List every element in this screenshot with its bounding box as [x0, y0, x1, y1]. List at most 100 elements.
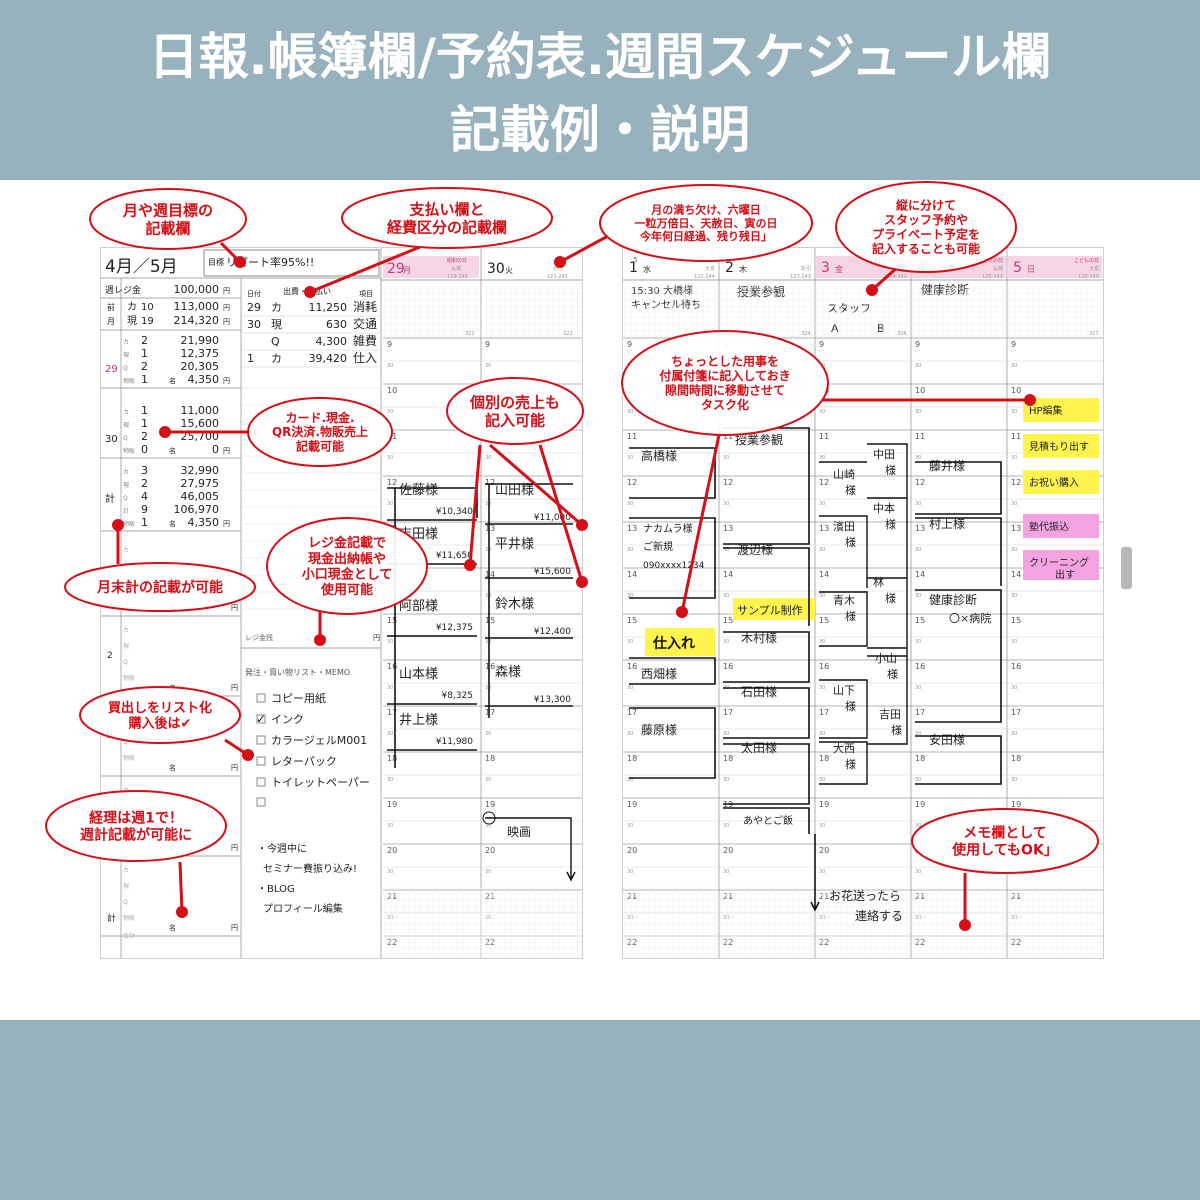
payment-category: 消耗: [353, 300, 377, 314]
appointment-name: 健康診断: [929, 592, 977, 607]
kaikei-label: 会計: [123, 932, 135, 940]
half-hour-label: 30: [819, 869, 825, 875]
appointment-bracket: [915, 461, 1002, 785]
memo-note: プロフィール編集: [263, 902, 343, 915]
half-hour-label: 30: [819, 547, 825, 553]
hour-label: 10: [915, 386, 925, 395]
hour-label: 18: [627, 754, 637, 763]
row-value: 106,970: [174, 503, 220, 516]
row-value: 214,320: [174, 314, 220, 327]
hour-label: 16: [627, 662, 637, 671]
appointment-price: ¥15,600: [534, 567, 571, 577]
header-banner: 日報.帳簿欄/予約表.週間スケジュール欄 記載例・説明: [0, 0, 1200, 180]
half-hour-label: 30: [915, 409, 921, 415]
hour-label: 17: [819, 708, 829, 717]
row-kind: 現: [123, 803, 129, 810]
row-kind: 現: [127, 315, 137, 327]
hour-label: 9: [819, 340, 824, 349]
hour-label: 17: [915, 708, 925, 717]
half-hour-label: 30: [1011, 547, 1017, 553]
half-hour-label: 30: [1011, 455, 1017, 461]
hour-label: 17: [485, 708, 495, 717]
hour-label: 12: [485, 478, 495, 487]
half-hour-label: 30: [1011, 777, 1017, 783]
row-value: 15,600: [181, 417, 220, 430]
day-number: 2: [725, 260, 734, 276]
half-hour-label: 30: [387, 869, 393, 875]
checkbox: [256, 797, 266, 807]
half-hour-label: 30: [819, 823, 825, 829]
half-hour-label: 30: [387, 731, 393, 737]
row-count: 2: [141, 430, 148, 443]
half-hour-label: 30: [915, 777, 921, 783]
yen-unit: 円: [223, 287, 230, 295]
day-count: 321: [465, 331, 475, 337]
appointment-price: ¥11,000: [534, 513, 571, 523]
yen-unit: 円: [231, 604, 238, 612]
row-value: 20,305: [181, 360, 220, 373]
row-kind: 物販: [123, 594, 135, 602]
shopping-item: コピー用紙: [271, 691, 326, 705]
half-hour-label: 30: [485, 869, 491, 875]
scrollbar-thumb[interactable]: [1121, 547, 1132, 589]
row-count: 0: [141, 443, 148, 456]
appointment-name: 様: [845, 483, 856, 497]
col29-rokuyo: 仏滅: [451, 265, 461, 272]
day-number: 2: [107, 651, 113, 661]
name-unit: 名: [169, 843, 176, 852]
name-unit: 名: [169, 446, 176, 455]
half-hour-label: 30: [627, 685, 633, 691]
half-hour-label: 30: [485, 685, 491, 691]
hour-label: 18: [915, 754, 925, 763]
half-hour-label: 30: [915, 731, 921, 737]
hour-label: 18: [1011, 754, 1021, 763]
row-count: 2: [141, 334, 148, 347]
row-value: 4,350: [188, 516, 220, 529]
appointment-name: 平井様: [495, 537, 534, 552]
payment-category: 仕入: [353, 351, 377, 365]
row-kind: 現: [123, 883, 129, 890]
row-value: 27,975: [181, 477, 220, 490]
row-kind: 現: [123, 723, 129, 730]
row-kind: 現: [123, 482, 129, 489]
hour-label: 13: [819, 524, 829, 533]
hour-label: 17: [1011, 708, 1021, 717]
top-entry: 授業参観: [737, 284, 785, 299]
half-hour-label: 30: [627, 593, 633, 599]
row-kind: Q: [123, 579, 128, 586]
day-count: 125-241: [982, 274, 1003, 280]
appointment-name: 森様: [495, 665, 521, 680]
day-count: 123-243: [790, 274, 811, 280]
rokuyo: 友引: [801, 265, 811, 272]
day-count: 126-240: [1078, 274, 1099, 280]
appointment-price: ¥10,340: [436, 507, 473, 517]
half-hour-label: 30: [915, 593, 921, 599]
memo-title: 発注・買い物リスト・MEMO: [245, 667, 350, 677]
hour-label: 20: [819, 846, 829, 855]
hour-label: 10: [1011, 386, 1021, 395]
hour-label: 20: [915, 846, 925, 855]
appointment-name: 石田様: [741, 685, 777, 699]
sticky-text: お祝い購入: [1029, 476, 1079, 489]
hour-label: 22: [819, 938, 829, 947]
goal-text: リピート率95%!!: [226, 255, 314, 269]
sticky-note: [733, 598, 815, 620]
holiday-name: こどもの日: [1074, 257, 1099, 264]
appointment-name: 山本様: [399, 667, 438, 682]
hour-label: 19: [915, 800, 925, 809]
appointment-name: ナカムラ様: [643, 522, 693, 535]
hour-label: 14: [485, 570, 495, 579]
sticky-text: サンプル制作: [737, 604, 803, 617]
row-count: 1: [141, 347, 148, 360]
half-hour-label: 30: [819, 731, 825, 737]
hour-label: 17: [627, 708, 637, 717]
row-kind: 現: [123, 643, 129, 650]
appointment-price: ¥11,980: [436, 737, 473, 747]
day-number: 3: [107, 731, 113, 741]
half-hour-label: 30: [819, 409, 825, 415]
checkbox: [256, 714, 266, 724]
callout-text: 支払い欄と: [408, 200, 484, 218]
rokuyo: 大安: [705, 265, 715, 272]
row-count: 1: [141, 373, 148, 386]
row-count: 1: [141, 516, 148, 529]
